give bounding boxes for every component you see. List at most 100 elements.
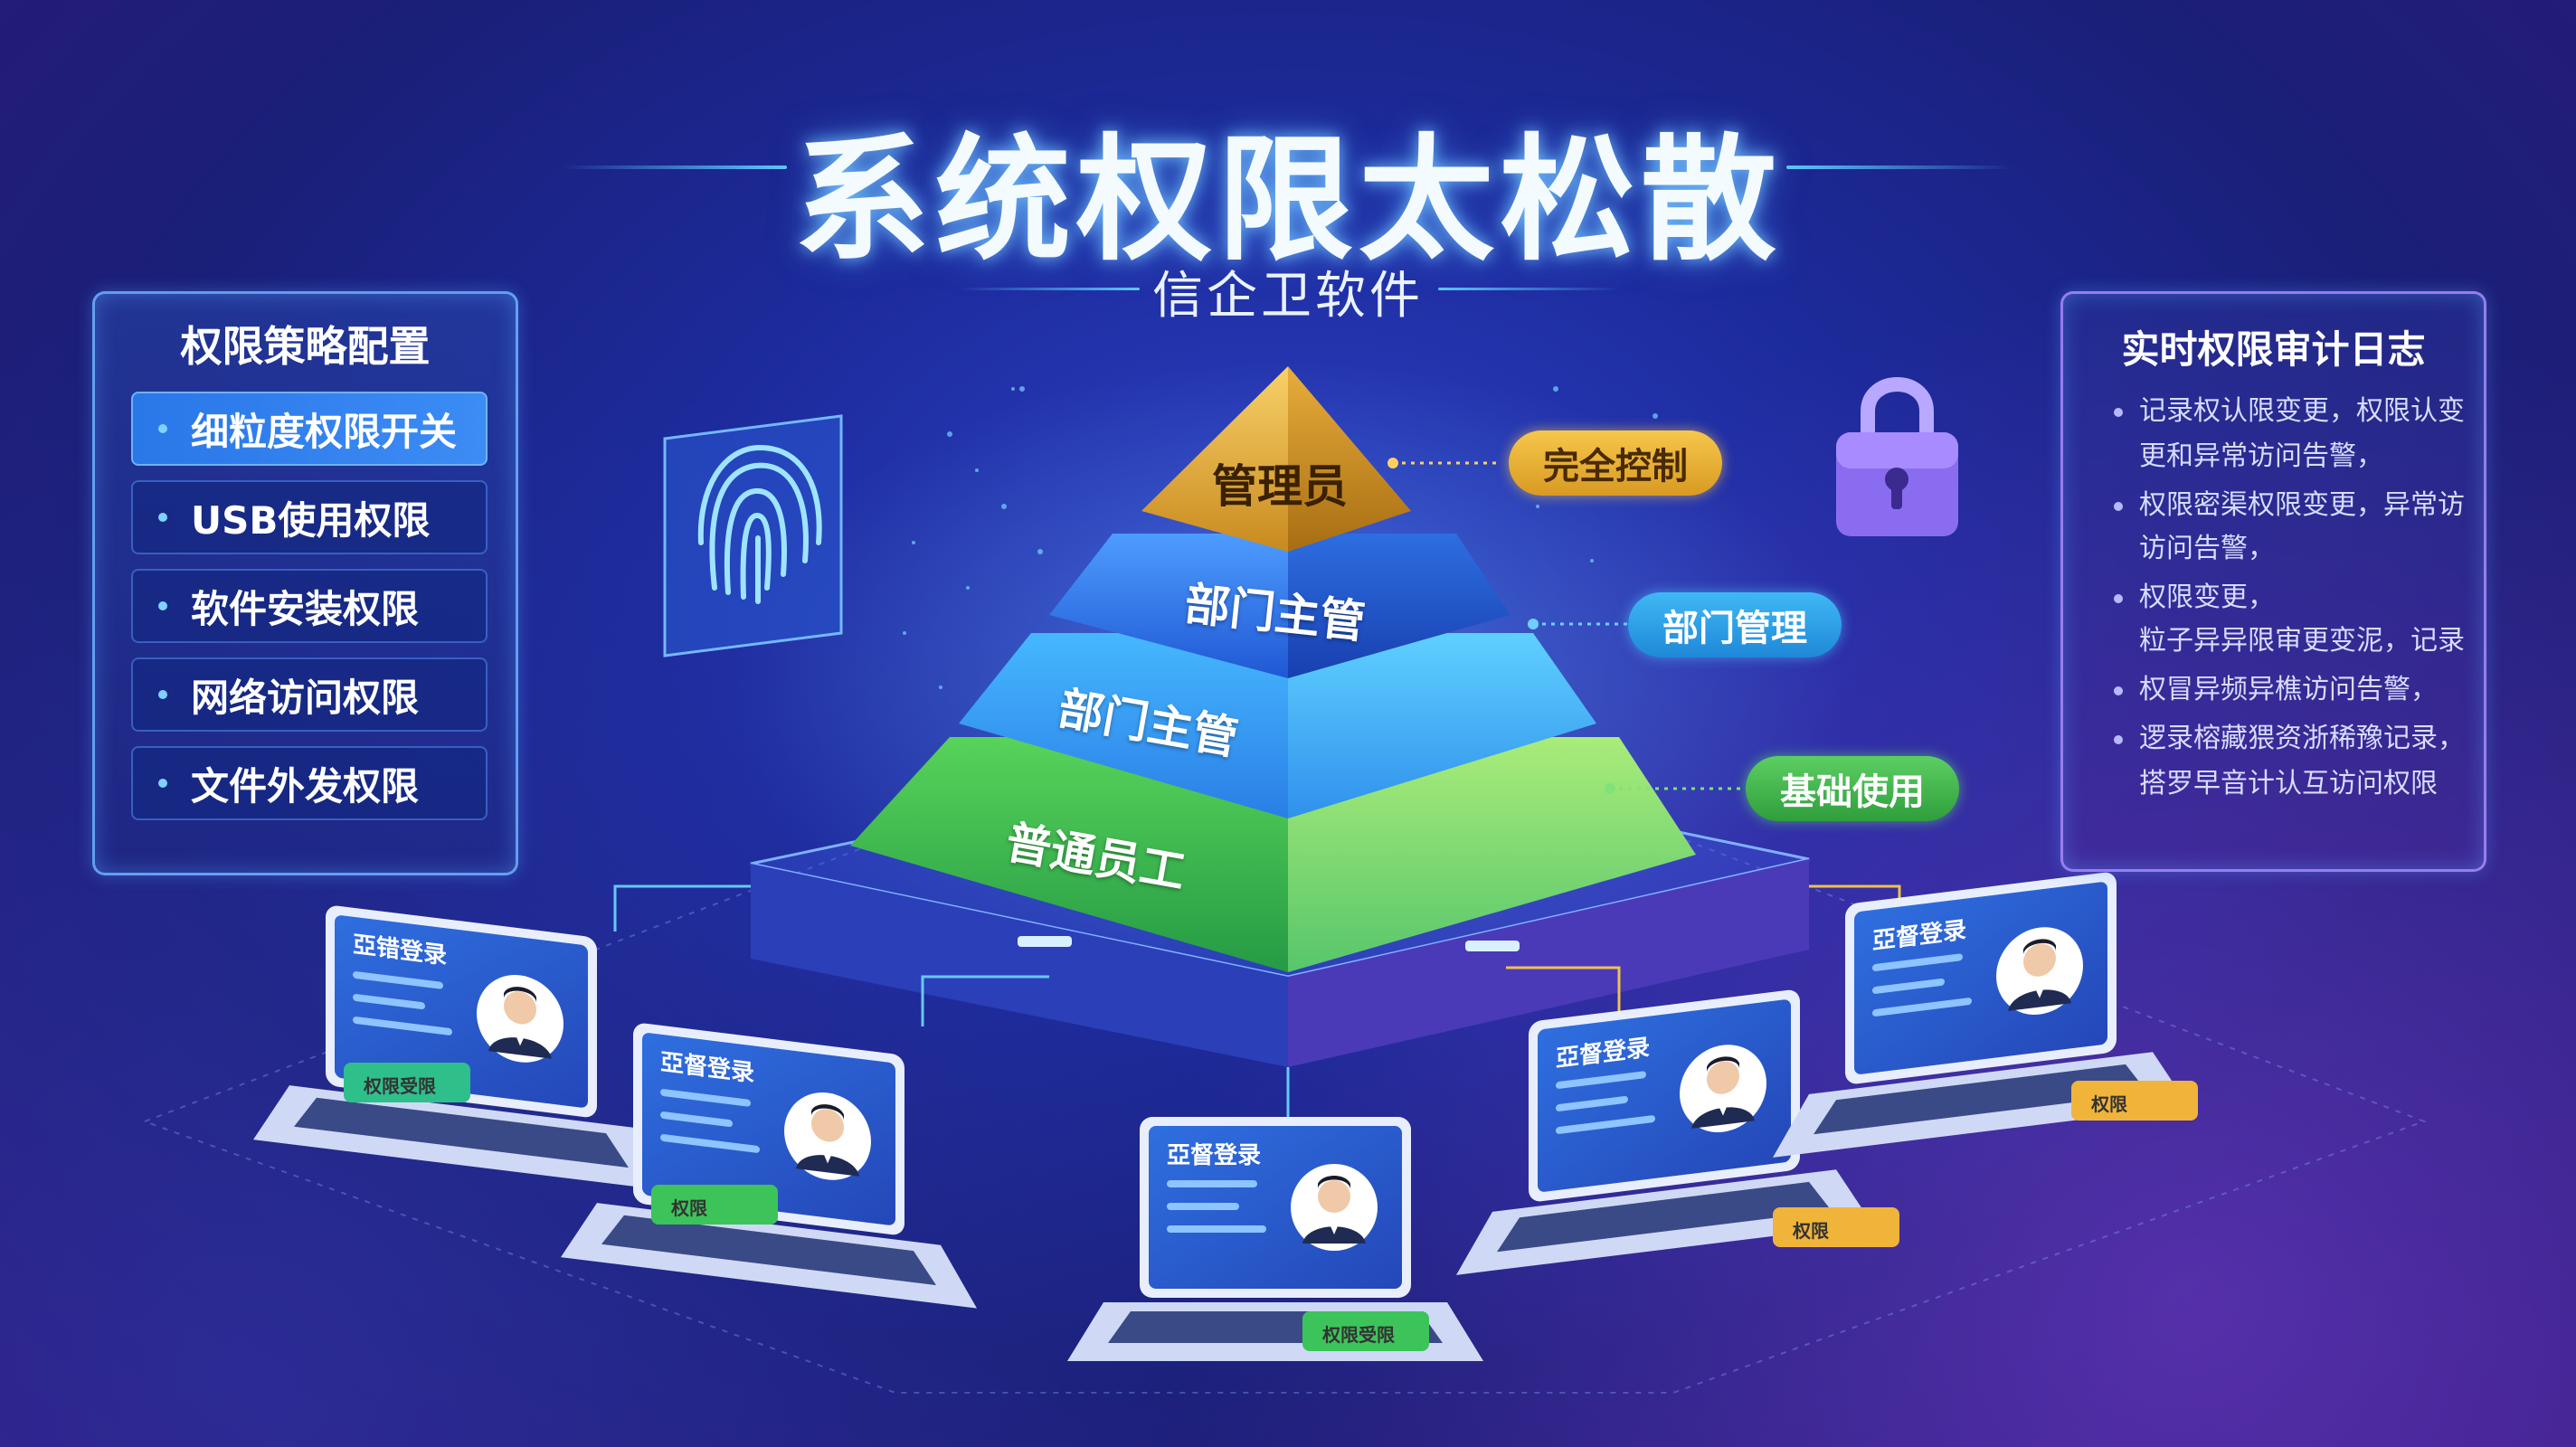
audit-log-line: 更和异常访问告警，: [2139, 440, 2383, 472]
laptop-group: [253, 862, 2198, 1361]
pyramid-tier-4-right: [1288, 737, 1696, 972]
bullet-icon: [2114, 501, 2123, 511]
screen-text-line: [353, 1017, 452, 1036]
page-title: 系统权限太松散: [793, 122, 1782, 279]
bullet-icon: [158, 690, 167, 699]
screen-text-line: [1556, 1071, 1646, 1089]
user-avatar-icon: [784, 1092, 871, 1180]
screen-text-line: [353, 971, 443, 989]
pyramid-tier-3-right: [1288, 633, 1596, 818]
policy-item-label: 细粒度权限开关: [191, 409, 458, 454]
audit-log-line: 搭罗早音计认互访问权限: [2139, 768, 2438, 799]
tag-basic-usage: 基础使用: [1746, 756, 1959, 821]
screen-text-line: [660, 1089, 751, 1107]
screen-text-line: [1872, 953, 1963, 971]
policy-item-software[interactable]: 软件安装权限: [131, 569, 488, 643]
policy-item-label: 文件外发权限: [191, 763, 420, 809]
screen-text-line: [1167, 1225, 1266, 1233]
subtitle-decor-left: [959, 288, 1140, 290]
bullet-icon: [2114, 734, 2123, 744]
laptop-tag-label: 权限受限: [1322, 1324, 1395, 1346]
screen-text-line: [1167, 1180, 1257, 1187]
laptop-tag-label: 权限: [1793, 1220, 1829, 1242]
policy-item-label: 网络访问权限: [191, 675, 420, 720]
laptop-tag-label: 权限: [671, 1197, 707, 1219]
laptop-screen-title: 亞督登录: [1167, 1142, 1262, 1169]
screen-text-line: [660, 1111, 733, 1128]
pyramid-tier-1-left: [1141, 366, 1288, 552]
laptop[interactable]: [1773, 862, 2189, 1158]
bullet-icon: [2114, 686, 2123, 695]
platform-right-side: [1288, 859, 1809, 1067]
pyramid-tier-1-right: [1288, 366, 1411, 552]
platform-left-side: [751, 864, 1288, 1067]
pyramid-tier-3-left: [959, 633, 1288, 818]
platform-light-left: [1018, 936, 1072, 947]
bullet-icon: [158, 779, 167, 788]
laptop-tag-label: 权限: [2091, 1093, 2127, 1115]
pyramid-tier-2-left: [1049, 534, 1288, 678]
laptop-permission-tag: [651, 1185, 778, 1225]
bullet-icon: [2114, 407, 2123, 417]
policy-item-network[interactable]: 网络访问权限: [131, 657, 488, 732]
bullet-icon: [158, 424, 167, 433]
laptop[interactable]: [1067, 1117, 1483, 1361]
screen-text-line: [1556, 1095, 1628, 1111]
bullet-icon: [158, 513, 167, 522]
connector-dot-admin: [1387, 458, 1398, 468]
page-subtitle: 信企卫软件: [1152, 267, 1424, 326]
laptop[interactable]: [1456, 979, 1872, 1275]
screen-text-line: [353, 994, 425, 1010]
audit-log-panel: 实时权限审计日志 记录权认限变更，权限认变 更和异常访问告警， 权限密渠权限变更…: [2060, 291, 2486, 872]
screen-text-line: [660, 1134, 760, 1153]
policy-item-usb[interactable]: USB使用权限: [131, 480, 488, 554]
policy-item-file[interactable]: 文件外发权限: [131, 746, 488, 820]
laptop-permission-tag: [1302, 1311, 1429, 1351]
pyramid-tier-4-left: [850, 737, 1288, 972]
screen-text-line: [1556, 1115, 1655, 1134]
laptop[interactable]: [253, 895, 669, 1191]
audit-log-line: 访问告警，: [2139, 533, 2275, 564]
laptop-permission-tag: [2071, 1081, 2198, 1121]
laptop-tag-label: 权限受限: [364, 1075, 436, 1097]
screen-text-line: [1872, 978, 1945, 994]
screen-text-line: [1167, 1203, 1239, 1210]
audit-log-line: 权冒异频异樵访问告警，: [2114, 670, 2485, 710]
tag-dept-management: 部门管理: [1628, 592, 1842, 657]
laptop-permission-tag: [344, 1063, 470, 1102]
user-avatar-icon: [1291, 1164, 1378, 1251]
pyramid-tier-2-right: [1288, 534, 1511, 678]
policy-item-fine-grained[interactable]: 细粒度权限开关: [131, 392, 488, 466]
platform-light-right: [1465, 941, 1520, 951]
policy-config-panel: 权限策略配置 细粒度权限开关 USB使用权限 软件安装权限 网络访问权限 文件外…: [92, 291, 518, 875]
policy-item-label: 软件安装权限: [191, 586, 420, 631]
connector-dot-staff: [1605, 783, 1615, 794]
laptop-keyboard: [1814, 1064, 2148, 1135]
user-avatar-icon: [1996, 927, 2083, 1015]
connector-dot-dept: [1528, 619, 1539, 629]
laptop-permission-tag: [1773, 1207, 1899, 1247]
subtitle-decor-right: [1438, 288, 1619, 290]
laptop[interactable]: [561, 1013, 977, 1309]
padlock-icon: [1836, 377, 1958, 536]
title-decor-right: [1786, 166, 2012, 169]
laptop-keyboard: [601, 1215, 936, 1286]
tier-label-admin: 管理员: [1212, 460, 1348, 513]
audit-log-line: 粒子异异限审更变泥，记录: [2139, 625, 2465, 657]
tag-full-control: 完全控制: [1509, 430, 1722, 496]
policy-item-label: USB使用权限: [191, 497, 431, 543]
audit-log-line: 权限密渠权限变更，异常访: [2114, 486, 2485, 525]
audit-log-line: 逻录榕藏猥资浙稀豫记录，: [2114, 719, 2485, 759]
title-decor-left: [561, 166, 787, 169]
laptop-keyboard: [1497, 1181, 1832, 1253]
bullet-icon: [2114, 593, 2123, 603]
user-avatar-icon: [1680, 1045, 1766, 1132]
policy-config-title: 权限策略配置: [180, 322, 431, 371]
bullet-icon: [158, 601, 167, 610]
user-avatar-icon: [477, 975, 564, 1063]
laptop-keyboard: [294, 1097, 629, 1168]
audit-log-line: 记录权认限变更，权限认变: [2114, 392, 2485, 431]
screen-text-line: [1872, 998, 1972, 1017]
audit-log-title: 实时权限审计日志: [2121, 327, 2426, 372]
